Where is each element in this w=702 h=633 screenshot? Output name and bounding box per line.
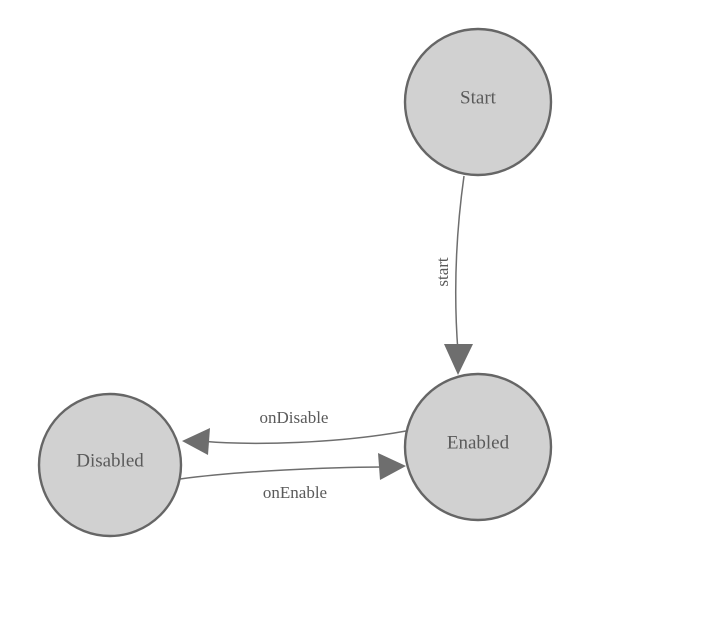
state-node-disabled-label: Disabled (76, 450, 144, 471)
edge-enabled-to-disabled[interactable]: onDisable (182, 408, 407, 455)
edge-disabled-to-enabled-arrowhead (378, 453, 406, 480)
edge-enabled-to-disabled-arrowhead (182, 428, 210, 455)
state-node-start[interactable]: Start (403, 27, 553, 177)
state-node-enabled-shape (403, 372, 553, 522)
edge-label-ondisable: onDisable (260, 408, 329, 427)
edge-start-to-enabled-arrowhead (444, 344, 473, 375)
state-node-enabled[interactable]: Enabled (403, 372, 553, 522)
state-node-enabled-label: Enabled (447, 432, 510, 453)
edge-start-to-enabled-line (455, 175, 465, 353)
edge-label-onenable: onEnable (263, 483, 327, 502)
edge-start-to-enabled[interactable]: start (433, 175, 473, 375)
state-node-disabled[interactable]: Disabled (37, 392, 183, 538)
state-node-start-label: Start (460, 87, 497, 108)
edge-enabled-to-disabled-line (199, 430, 407, 445)
state-node-start-shape (403, 27, 553, 177)
state-node-disabled-shape (37, 392, 183, 538)
edge-disabled-to-enabled[interactable]: onEnable (179, 453, 406, 502)
edge-disabled-to-enabled-line (179, 466, 389, 480)
edge-label-start: start (433, 257, 452, 287)
